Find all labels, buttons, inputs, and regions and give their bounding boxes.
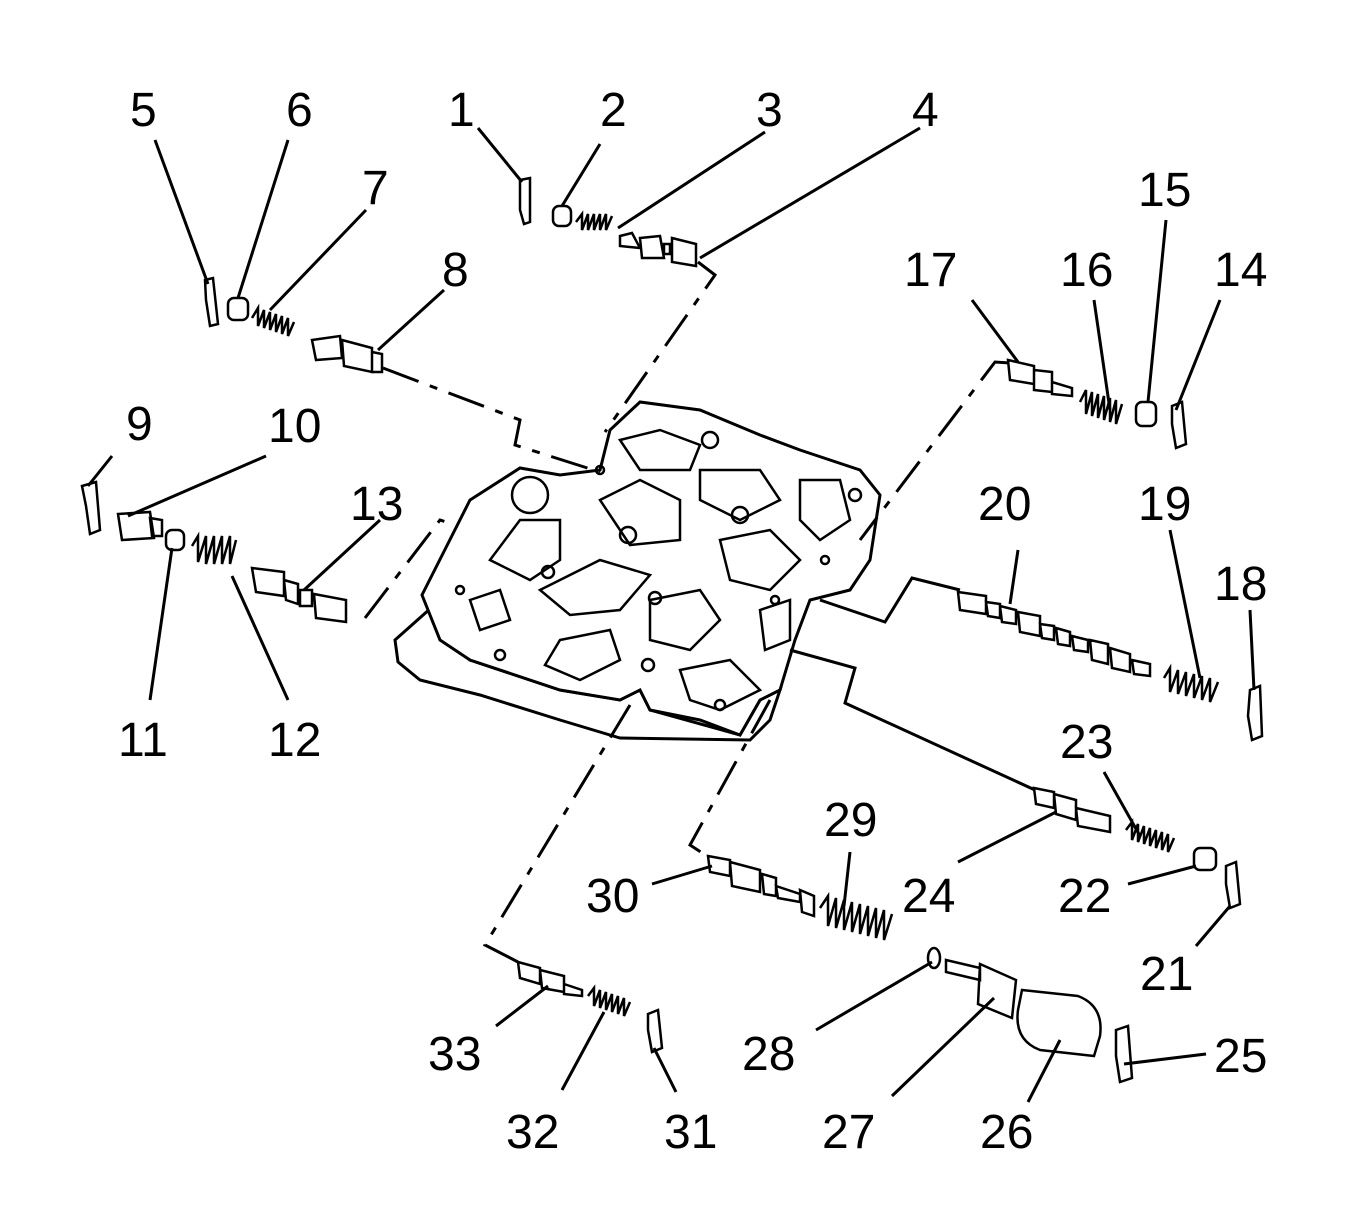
part-13-valve bbox=[250, 566, 348, 624]
callout-25: 25 bbox=[1214, 1030, 1267, 1083]
callout-labels: 1 2 3 4 5 6 7 8 9 10 11 12 13 14 15 16 1… bbox=[118, 84, 1267, 1159]
callout-12: 12 bbox=[268, 714, 321, 767]
part-22-plug bbox=[1192, 846, 1218, 872]
callout-29: 29 bbox=[824, 794, 877, 847]
callout-33: 33 bbox=[428, 1028, 481, 1081]
part-3-spring bbox=[575, 210, 614, 231]
callout-32: 32 bbox=[506, 1106, 559, 1159]
part-29-spring bbox=[818, 891, 894, 941]
part-20-valve bbox=[956, 590, 1152, 678]
part-26-sleeve bbox=[1016, 988, 1102, 1058]
callout-28: 28 bbox=[742, 1028, 795, 1081]
part-24-valve bbox=[1032, 786, 1112, 834]
part-21-clip bbox=[1224, 860, 1242, 910]
callout-6: 6 bbox=[286, 84, 313, 137]
part-19-spring bbox=[1162, 663, 1220, 703]
part-11-plug bbox=[164, 528, 186, 552]
part-9-clip bbox=[80, 480, 102, 536]
part-10-plug bbox=[116, 510, 164, 542]
callout-18: 18 bbox=[1214, 558, 1267, 611]
callout-10: 10 bbox=[268, 400, 321, 453]
part-16-spring bbox=[1078, 389, 1124, 425]
callout-16: 16 bbox=[1060, 244, 1113, 297]
part-30-valve bbox=[706, 854, 816, 918]
part-2-plug bbox=[551, 204, 573, 228]
part-1-clip bbox=[518, 176, 532, 226]
part-15-plug bbox=[1134, 400, 1158, 428]
callout-7: 7 bbox=[362, 162, 389, 215]
part-18-clip bbox=[1246, 684, 1264, 742]
part-31-clip bbox=[646, 1008, 664, 1054]
callout-14: 14 bbox=[1214, 244, 1267, 297]
callout-13: 13 bbox=[350, 478, 403, 531]
callout-24: 24 bbox=[902, 870, 955, 923]
callout-1: 1 bbox=[448, 84, 475, 137]
callout-5: 5 bbox=[130, 84, 157, 137]
callout-22: 22 bbox=[1058, 870, 1111, 923]
valve-body bbox=[393, 400, 882, 742]
part-25-clip bbox=[1114, 1024, 1134, 1084]
part-8-valve bbox=[310, 334, 384, 374]
callout-17: 17 bbox=[904, 244, 957, 297]
callout-2: 2 bbox=[600, 84, 627, 137]
part-33-valve bbox=[516, 960, 584, 998]
callout-3: 3 bbox=[756, 84, 783, 137]
callout-4: 4 bbox=[912, 84, 939, 137]
callout-19: 19 bbox=[1138, 478, 1191, 531]
callout-27: 27 bbox=[822, 1106, 875, 1159]
part-12-spring bbox=[190, 531, 238, 565]
callout-15: 15 bbox=[1138, 164, 1191, 217]
callout-20: 20 bbox=[978, 478, 1031, 531]
bore-alignment-lines bbox=[363, 260, 1036, 964]
parts bbox=[80, 176, 1264, 1084]
callout-8: 8 bbox=[442, 244, 469, 297]
callout-11: 11 bbox=[118, 714, 168, 767]
callout-21: 21 bbox=[1140, 948, 1193, 1001]
callout-30: 30 bbox=[586, 870, 639, 923]
part-17-valve bbox=[1006, 358, 1074, 398]
callout-26: 26 bbox=[980, 1106, 1033, 1159]
part-27-valve bbox=[944, 958, 1018, 1020]
leader-lines bbox=[86, 126, 1256, 1103]
part-32-spring bbox=[587, 984, 632, 1017]
part-4-valve bbox=[618, 231, 698, 268]
part-5-clip bbox=[203, 276, 220, 328]
callout-23: 23 bbox=[1060, 716, 1113, 769]
part-7-spring bbox=[250, 303, 296, 337]
part-6-plug bbox=[226, 296, 250, 322]
callout-9: 9 bbox=[126, 398, 153, 451]
callout-31: 31 bbox=[664, 1106, 717, 1159]
part-14-clip bbox=[1170, 400, 1188, 450]
